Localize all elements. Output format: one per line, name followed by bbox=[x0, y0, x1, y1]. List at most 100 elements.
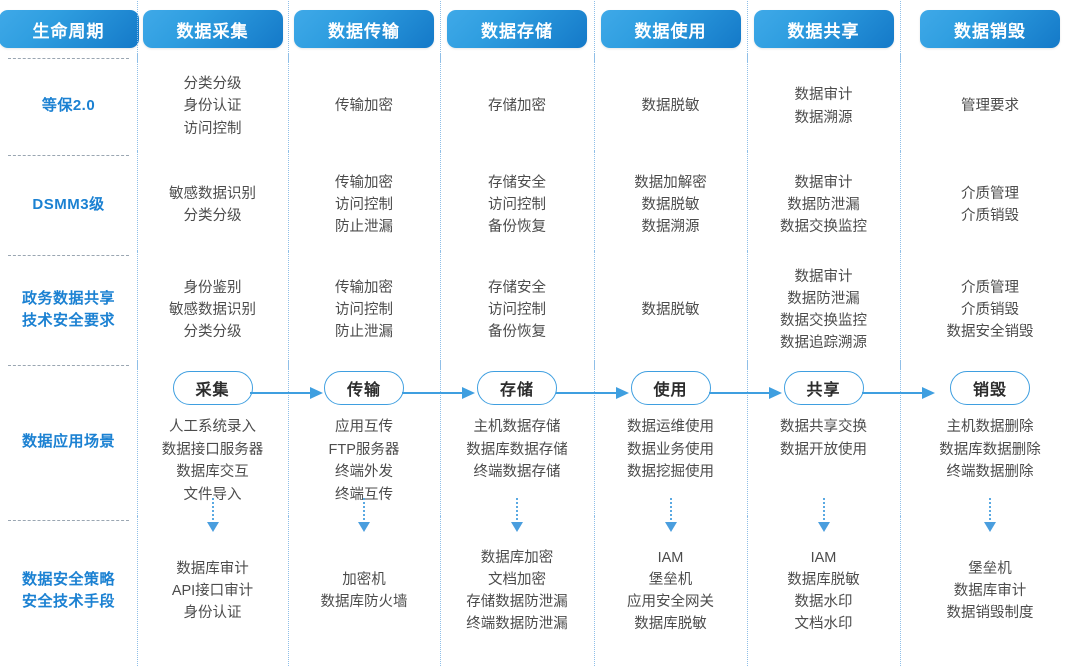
list-line: 数据安全销毁 bbox=[946, 324, 1034, 341]
list-line: 访问控制 bbox=[488, 301, 546, 318]
list-line: 访问控制 bbox=[335, 196, 393, 213]
stage-storage: 存储 主机数据存储数据库数据存储终端数据存储 bbox=[440, 361, 629, 524]
list-line: 安全技术手段 bbox=[21, 593, 115, 610]
list-line: 介质销毁 bbox=[961, 208, 1019, 224]
row-dengbao-usage: 数据脱敏 bbox=[594, 54, 747, 159]
list-line: 介质管理 bbox=[961, 279, 1019, 296]
item-list: 传输加密 bbox=[335, 95, 393, 117]
header-cell-collection: 数据采集 bbox=[137, 0, 288, 62]
list-line: 技术安全要求 bbox=[21, 312, 115, 329]
list-line: 存储加密 bbox=[488, 98, 546, 115]
item-list: 存储加密 bbox=[488, 95, 546, 117]
list-line: 数据脱敏 bbox=[641, 196, 700, 213]
row-tech-destruction: 堡垒机数据库审计数据销毁制度 bbox=[900, 498, 1080, 666]
row-dengbao-storage: 存储加密 bbox=[440, 54, 594, 159]
list-line: 终端数据删除 bbox=[946, 464, 1034, 481]
header-pill-sharing[interactable]: 数据共享 bbox=[753, 10, 894, 48]
list-line: 数据交换监控 bbox=[780, 219, 867, 236]
list-line: 身份认证 bbox=[183, 98, 242, 115]
header-pill-collection[interactable]: 数据采集 bbox=[142, 10, 283, 48]
list-line: IAM bbox=[657, 549, 684, 566]
row-govshare-transmission: 传输加密访问控制防止泄漏 bbox=[288, 251, 440, 369]
header-cell-destruction: 数据销毁 bbox=[900, 0, 1080, 62]
list-line: 访问控制 bbox=[183, 120, 242, 137]
header-pill-usage[interactable]: 数据使用 bbox=[600, 10, 741, 48]
row-govshare-sharing: 数据审计数据防泄漏数据交换监控数据追踪溯源 bbox=[747, 251, 900, 369]
list-line: 数据业务使用 bbox=[627, 441, 714, 458]
item-list: 介质管理介质销毁数据安全销毁 bbox=[947, 277, 1034, 343]
stage-pill-usage[interactable]: 使用 bbox=[630, 371, 711, 405]
list-line: 分类分级 bbox=[183, 76, 242, 93]
header-pill-destruction[interactable]: 数据销毁 bbox=[920, 10, 1060, 48]
list-line: 数据审计 bbox=[794, 87, 853, 104]
stage-pill-transmission[interactable]: 传输 bbox=[324, 371, 404, 405]
row-govshare-collection: 身份鉴别敏感数据识别分类分级 bbox=[137, 251, 288, 369]
row-dsmm-usage: 数据加解密数据脱敏数据溯源 bbox=[594, 151, 747, 259]
list-line: 数据安全策略 bbox=[21, 570, 115, 588]
list-line: 数据脱敏 bbox=[641, 98, 700, 115]
row-label-dsmm: DSMM3级 bbox=[0, 155, 137, 255]
header-pill-lifecycle[interactable]: 生命周期 bbox=[0, 10, 139, 48]
stage-sharing: 共享 数据共享交换数据开放使用 bbox=[747, 361, 935, 524]
list-line: 存储安全 bbox=[488, 174, 546, 191]
list-line: 人工系统录入 bbox=[169, 419, 256, 435]
header-pill-storage[interactable]: 数据存储 bbox=[447, 10, 587, 48]
item-list: 数据审计数据溯源 bbox=[795, 84, 853, 128]
item-list: 敏感数据识别分类分级 bbox=[169, 183, 256, 227]
row-dsmm-transmission: 传输加密访问控制防止泄漏 bbox=[288, 151, 440, 259]
list-line: 数据追踪溯源 bbox=[780, 335, 867, 352]
stage-destruction: 销毁 主机数据删除数据库数据删除终端数据删除 bbox=[900, 361, 1080, 524]
row-dsmm-storage: 存储安全访问控制备份恢复 bbox=[440, 151, 594, 259]
list-line: 传输加密 bbox=[335, 98, 393, 115]
list-line: 终端外发 bbox=[334, 464, 393, 481]
list-line: 防止泄漏 bbox=[335, 324, 393, 341]
list-line: 数据库数据删除 bbox=[939, 441, 1041, 458]
list-line: 应用互传 bbox=[334, 419, 393, 435]
item-list: 分类分级身份认证访问控制 bbox=[184, 73, 242, 139]
list-line: 敏感数据识别 bbox=[169, 301, 256, 318]
row-label-text: 数据安全策略安全技术手段 bbox=[22, 569, 115, 614]
list-line: 数据加解密 bbox=[634, 174, 707, 191]
list-line: 数据防泄漏 bbox=[787, 196, 860, 213]
list-line: 文档水印 bbox=[794, 616, 853, 633]
item-list: 人工系统录入数据接口服务器数据库交互文件导入 bbox=[162, 416, 264, 506]
list-line: 文档加密 bbox=[488, 571, 546, 588]
stage-pill-collection[interactable]: 采集 bbox=[172, 371, 253, 405]
list-line: 数据交换监控 bbox=[780, 313, 867, 329]
row-label-scenarios: 数据应用场景 bbox=[0, 365, 137, 520]
item-list: 数据审计数据防泄漏数据交换监控 bbox=[780, 172, 867, 238]
header-cell-storage: 数据存储 bbox=[440, 0, 594, 62]
list-line: 防止泄漏 bbox=[335, 219, 393, 236]
item-list: 存储安全访问控制备份恢复 bbox=[488, 172, 546, 238]
row-dengbao-destruction: 管理要求 bbox=[900, 54, 1080, 159]
row-govshare-usage: 数据脱敏 bbox=[594, 251, 747, 369]
list-line: 数据审计 bbox=[794, 268, 853, 285]
list-line: 访问控制 bbox=[335, 301, 393, 318]
list-line: 终端互传 bbox=[334, 486, 393, 503]
header-pill-transmission[interactable]: 数据传输 bbox=[294, 10, 434, 48]
item-list: 主机数据存储数据库数据存储终端数据存储 bbox=[466, 416, 568, 484]
list-line: 主机数据删除 bbox=[946, 419, 1034, 435]
list-line: 加密机 bbox=[342, 571, 386, 588]
row-dengbao-collection: 分类分级身份认证访问控制 bbox=[137, 54, 288, 159]
list-line: 数据开放使用 bbox=[780, 441, 867, 458]
row-dsmm-sharing: 数据审计数据防泄漏数据交换监控 bbox=[747, 151, 900, 259]
item-list: 数据共享交换数据开放使用 bbox=[780, 416, 867, 461]
row-label-text: 政务数据共享技术安全要求 bbox=[22, 288, 115, 333]
list-line: 数据库审计 bbox=[176, 560, 249, 577]
list-line: 介质管理 bbox=[961, 185, 1019, 202]
list-line: 数据库数据存储 bbox=[466, 441, 568, 458]
stage-pill-storage[interactable]: 存储 bbox=[477, 371, 557, 405]
item-list: 加密机数据库防火墙 bbox=[321, 569, 408, 613]
item-list: 存储安全访问控制备份恢复 bbox=[488, 277, 546, 343]
stage-pill-sharing[interactable]: 共享 bbox=[783, 371, 864, 405]
row-dengbao-transmission: 传输加密 bbox=[288, 54, 440, 159]
list-line: 应用安全网关 bbox=[627, 594, 714, 610]
row-dengbao-sharing: 数据审计数据溯源 bbox=[747, 54, 900, 159]
stage-pill-destruction[interactable]: 销毁 bbox=[950, 371, 1030, 405]
